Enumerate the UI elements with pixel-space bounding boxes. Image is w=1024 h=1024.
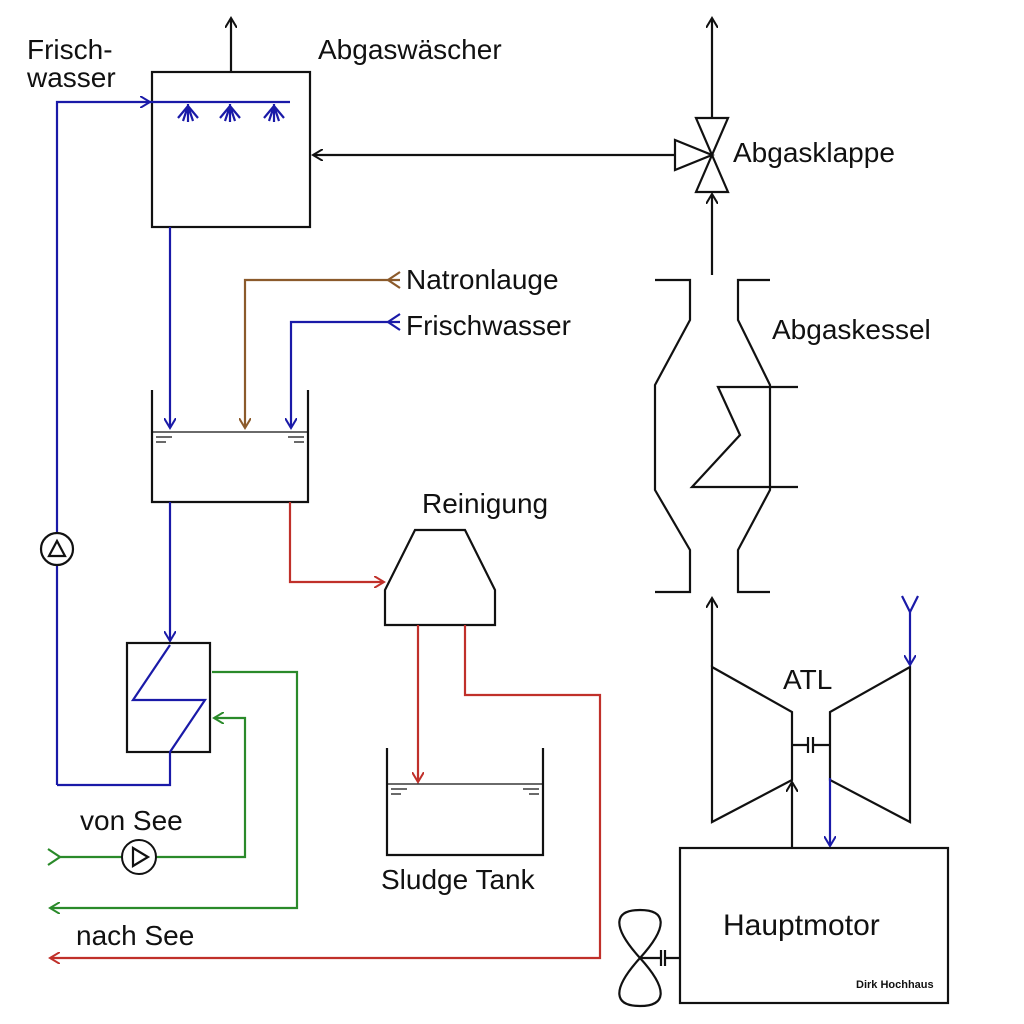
sea-water-out-line bbox=[50, 670, 299, 908]
label-reinigung: Reinigung bbox=[422, 488, 549, 519]
label-abgaskessel: Abgaskessel bbox=[772, 314, 931, 345]
sea-water-pump bbox=[121, 839, 157, 875]
label-von-see: von See bbox=[80, 805, 183, 836]
exhaust-boiler-left-wall bbox=[653, 278, 692, 594]
level-marks bbox=[156, 436, 304, 443]
label-frischwasser-top-1: Frisch- bbox=[27, 34, 113, 65]
caustic-soda-line bbox=[245, 278, 400, 428]
process-tank bbox=[150, 390, 310, 504]
exhaust-flap-valve bbox=[673, 116, 730, 194]
label-atl: ATL bbox=[783, 664, 833, 695]
label-natronlauge: Natronlauge bbox=[406, 264, 559, 295]
label-abgasklappe: Abgasklappe bbox=[733, 137, 895, 168]
freshwater-pump bbox=[39, 531, 75, 567]
label-hauptmotor: Hauptmotor bbox=[723, 909, 880, 942]
scrubber-box bbox=[150, 70, 312, 229]
spray-nozzles bbox=[177, 104, 285, 122]
compressor bbox=[828, 665, 912, 824]
label-abgaswaescher: Abgaswäscher bbox=[318, 34, 502, 65]
sea-water-in-chevron bbox=[47, 848, 62, 866]
turbo-shaft-coupling bbox=[792, 737, 830, 753]
caustic-inlet-chevron bbox=[386, 271, 401, 289]
propeller-icon bbox=[618, 908, 662, 1008]
freshwater-inlet-chevron bbox=[386, 313, 401, 331]
label-sludge-tank: Sludge Tank bbox=[381, 864, 535, 895]
sludge-level-marks bbox=[391, 788, 539, 795]
cleaning-unit bbox=[383, 528, 497, 627]
sea-water-in-line bbox=[60, 718, 247, 859]
label-frischwasser: Frischwasser bbox=[406, 310, 571, 341]
freshwater-inlet-line bbox=[291, 320, 400, 428]
main-engine bbox=[678, 846, 950, 1005]
sludge-tank bbox=[385, 748, 545, 857]
heat-exchanger-coil bbox=[57, 644, 208, 787]
air-intake-symbol bbox=[901, 595, 919, 615]
freshwater-spray-line bbox=[55, 102, 150, 785]
cleaned-water-out-line bbox=[50, 625, 602, 958]
label-nach-see: nach See bbox=[76, 920, 195, 951]
exhaust-boiler-right-wall bbox=[736, 278, 772, 594]
propeller-shaft bbox=[640, 950, 680, 966]
heat-exchanger bbox=[125, 641, 212, 754]
label-frischwasser-top-2: wasser bbox=[27, 62, 116, 93]
turbine bbox=[710, 665, 794, 824]
tank-to-cleaning-line bbox=[288, 502, 384, 582]
author-credit: Dirk Hochhaus bbox=[856, 979, 934, 991]
boiler-coil bbox=[689, 385, 798, 489]
